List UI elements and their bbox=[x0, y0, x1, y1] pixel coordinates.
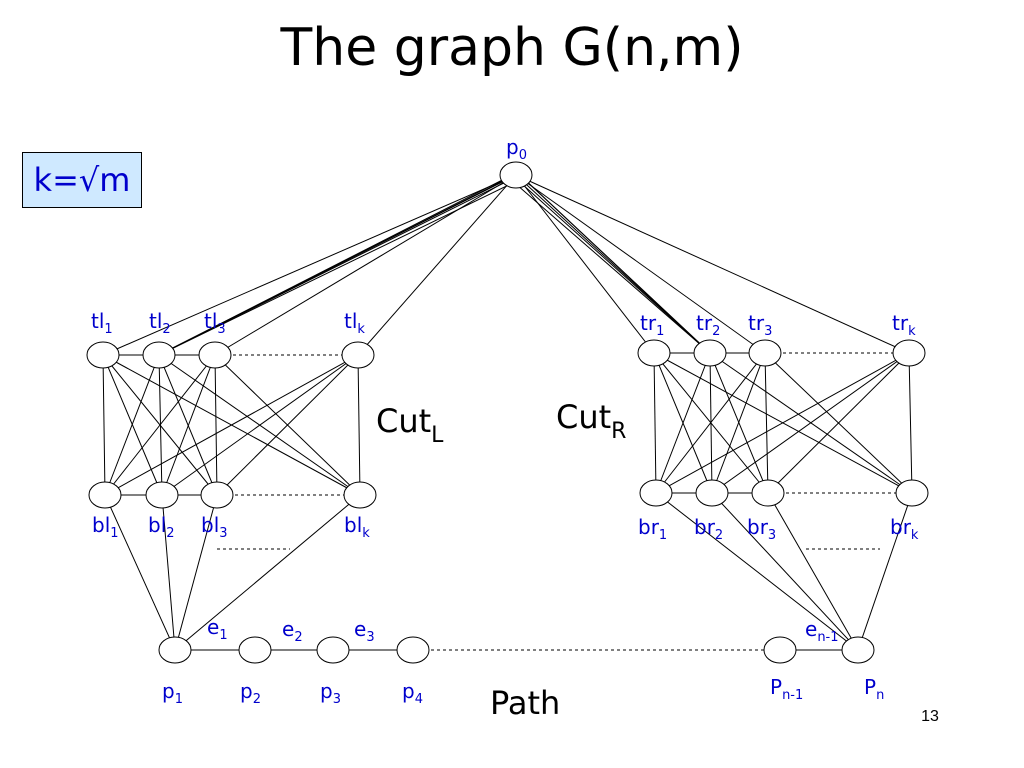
label-cut-right: CutR bbox=[556, 398, 626, 444]
edge-tl3-bl1 bbox=[104, 354, 216, 496]
node-p4 bbox=[396, 636, 430, 664]
label-br3: br3 bbox=[747, 515, 776, 543]
edge-bl3-p1 bbox=[174, 494, 218, 651]
node-p0 bbox=[499, 161, 533, 189]
node-bl2 bbox=[145, 481, 179, 509]
label-p1: p1 bbox=[162, 679, 183, 707]
node-p1 bbox=[158, 636, 192, 664]
edge-tlk-blk bbox=[357, 354, 361, 496]
edge-bl1-p1 bbox=[104, 494, 176, 651]
node-p2 bbox=[238, 636, 272, 664]
edge-p0-tr3 bbox=[515, 174, 766, 354]
node-tr3 bbox=[748, 339, 782, 367]
edge-tr3-br3 bbox=[764, 352, 769, 494]
label-p2: p2 bbox=[240, 679, 261, 707]
label-tr2: tr2 bbox=[696, 311, 720, 339]
edge-br1-pn bbox=[655, 492, 859, 651]
edge-p0-bundle-l2 bbox=[158, 177, 510, 356]
node-tl3 bbox=[198, 341, 232, 369]
label-br2: br2 bbox=[694, 515, 723, 543]
k-formula-box: k=√m bbox=[22, 152, 142, 208]
node-blk bbox=[343, 481, 377, 509]
node-p3 bbox=[316, 636, 350, 664]
label-p4: p4 bbox=[402, 679, 423, 707]
label-e2: e2 bbox=[282, 617, 303, 645]
label-br1: br1 bbox=[638, 515, 667, 543]
node-bl1 bbox=[88, 481, 122, 509]
label-tl3: tl3 bbox=[204, 309, 226, 337]
edges bbox=[102, 174, 913, 651]
label-bl2: bl2 bbox=[148, 513, 175, 541]
label-tr3: tr3 bbox=[748, 311, 772, 339]
edge-p0-bundle-r3 bbox=[522, 177, 711, 354]
edge-blk-p1 bbox=[174, 494, 361, 651]
label-e3: e3 bbox=[354, 617, 375, 645]
node-br1 bbox=[639, 479, 673, 507]
node-tlk bbox=[341, 341, 375, 369]
label-en-1: en-1 bbox=[805, 617, 839, 645]
edge-tlk-bl1 bbox=[104, 354, 359, 496]
node-tl1 bbox=[86, 341, 120, 369]
node-pn1 bbox=[763, 636, 797, 664]
edge-tl2-bl1 bbox=[104, 354, 160, 496]
page-number: 13 bbox=[921, 708, 939, 725]
edge-trk-br3 bbox=[767, 352, 910, 494]
node-br2 bbox=[695, 479, 729, 507]
edge-tl3-bl2 bbox=[161, 354, 216, 496]
label-bl3: bl3 bbox=[201, 513, 228, 541]
node-brk bbox=[895, 479, 929, 507]
page-title: The graph G(n,m) bbox=[280, 18, 744, 78]
edge-p0-bundle-r2 bbox=[508, 177, 711, 354]
edge-tr3-br1 bbox=[655, 352, 766, 494]
nodes bbox=[86, 161, 929, 664]
label-pn: Pn bbox=[864, 675, 884, 703]
label-path: Path bbox=[490, 684, 560, 722]
label-blk: blk bbox=[344, 513, 370, 541]
label-tl2: tl2 bbox=[149, 309, 171, 337]
label-pn-1: Pn-1 bbox=[770, 675, 803, 703]
label-trk: trk bbox=[892, 311, 916, 339]
edge-tr1-br1 bbox=[653, 352, 657, 494]
node-pn bbox=[841, 636, 875, 664]
edge-trk-br1 bbox=[655, 352, 910, 494]
edge-tr2-br1 bbox=[655, 352, 711, 494]
edge-tr3-br2 bbox=[711, 352, 766, 494]
edge-brk-pn bbox=[857, 492, 913, 651]
edge-p0-bundle-l3 bbox=[158, 177, 524, 356]
edge-p0-trk bbox=[515, 174, 910, 354]
node-tr1 bbox=[637, 339, 671, 367]
edge-br3-pn bbox=[767, 492, 859, 651]
edge-p0-tl3 bbox=[214, 174, 517, 356]
node-tr2 bbox=[693, 339, 727, 367]
edge-trk-br2 bbox=[711, 352, 910, 494]
node-trk bbox=[892, 339, 926, 367]
edge-p0-bundle-r0 bbox=[511, 174, 711, 354]
edge-trk-brk bbox=[908, 352, 913, 494]
edge-p0-tlk bbox=[357, 174, 517, 356]
label-cut-left: CutL bbox=[376, 402, 444, 448]
label-e1: e1 bbox=[207, 615, 228, 643]
edge-br2-pn bbox=[711, 492, 859, 651]
edge-tl1-bl1 bbox=[102, 354, 106, 496]
label-bl1: bl1 bbox=[92, 513, 119, 541]
label-p3: p3 bbox=[320, 679, 341, 707]
node-tl2 bbox=[142, 341, 176, 369]
label-p0: p0 bbox=[506, 135, 527, 163]
label-brk: brk bbox=[890, 515, 919, 543]
node-br3 bbox=[751, 479, 785, 507]
label-tr1: tr1 bbox=[640, 311, 664, 339]
edge-tl3-bl3 bbox=[214, 354, 218, 496]
node-bl3 bbox=[200, 481, 234, 509]
label-tl1: tl1 bbox=[91, 309, 113, 337]
edge-tlk-bl2 bbox=[161, 354, 359, 496]
edge-bl2-p1 bbox=[161, 494, 176, 651]
label-tlk: tlk bbox=[344, 309, 365, 337]
edge-p0-tl1 bbox=[102, 174, 517, 356]
edge-tlk-bl3 bbox=[216, 354, 359, 496]
